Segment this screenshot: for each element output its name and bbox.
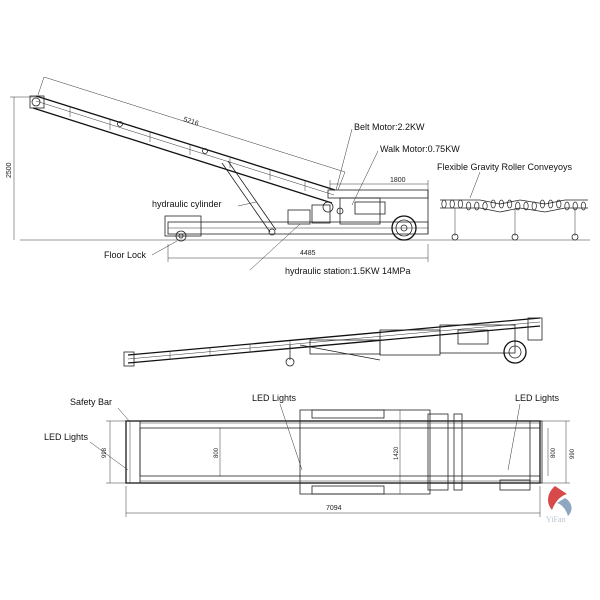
hydraulic-cylinder-strut [221, 160, 277, 236]
dim-1800: 1800 [390, 177, 406, 184]
roller [474, 201, 480, 211]
label-led-lights-mid: LED Lights [252, 393, 297, 403]
mid-frame [299, 409, 431, 495]
roller [466, 201, 472, 211]
chassis [164, 189, 429, 242]
dim-800-right: 800 [551, 447, 557, 458]
roller [523, 201, 529, 211]
roller [490, 199, 496, 209]
roller [457, 199, 463, 209]
label-hydraulic-station: hydraulic station:1.5KW 14MPa [285, 266, 411, 276]
logo-sail-red [548, 486, 567, 510]
mid-drive-wheel [503, 340, 527, 364]
upper-frame [327, 189, 429, 199]
dim-800-left: 800 [214, 447, 220, 458]
roller [515, 201, 521, 211]
drive-wheel [391, 215, 417, 241]
side-view: 2500 5216 [6, 76, 590, 276]
dim-4485: 4485 [300, 250, 316, 257]
label-belt-motor: Belt Motor:2.2KW [354, 122, 425, 132]
logo-sail-blue [557, 498, 572, 516]
belt-outline [125, 420, 541, 484]
hydraulic-station-block [287, 209, 311, 225]
boom-length-dim: 5216 [182, 116, 199, 128]
roller [531, 201, 537, 211]
flexible-roller-conveyor [440, 199, 588, 241]
roller [580, 201, 586, 211]
roller [449, 199, 455, 209]
roller [556, 199, 562, 209]
roller [548, 199, 554, 209]
dim-990: 990 [570, 448, 576, 459]
roller [507, 199, 513, 209]
inclined-boom: 5216 [29, 76, 346, 204]
label-floor-lock: Floor Lock [104, 250, 147, 260]
label-flexible-conveyors: Flexible Gravity Roller Conveyoys [437, 162, 573, 172]
dim-998: 998 [102, 447, 108, 458]
roller [482, 201, 488, 211]
roller [441, 199, 447, 209]
floor-lock-wheel [175, 230, 187, 242]
mid-caster [285, 357, 295, 367]
logo-text: YiFan [546, 515, 566, 524]
height-dim-text: 2500 [6, 162, 13, 178]
dim-7094: 7094 [326, 505, 342, 512]
boom-head-roller [31, 97, 41, 107]
yifan-logo: YiFan [546, 486, 572, 524]
label-walk-motor: Walk Motor:0.75KW [380, 144, 460, 154]
label-led-lights-right: LED Lights [515, 393, 560, 403]
plan-view: 800 1420 800 998 990 7094 Safety Bar LED… [44, 393, 576, 517]
safety-bar [125, 420, 141, 484]
label-hydraulic-cylinder: hydraulic cylinder [152, 199, 222, 209]
label-led-lights-left: LED Lights [44, 432, 89, 442]
rear-box [164, 215, 202, 237]
dim-1420: 1420 [394, 446, 400, 460]
roller [564, 201, 570, 211]
retracted-view [123, 317, 543, 367]
label-safety-bar: Safety Bar [70, 397, 112, 407]
